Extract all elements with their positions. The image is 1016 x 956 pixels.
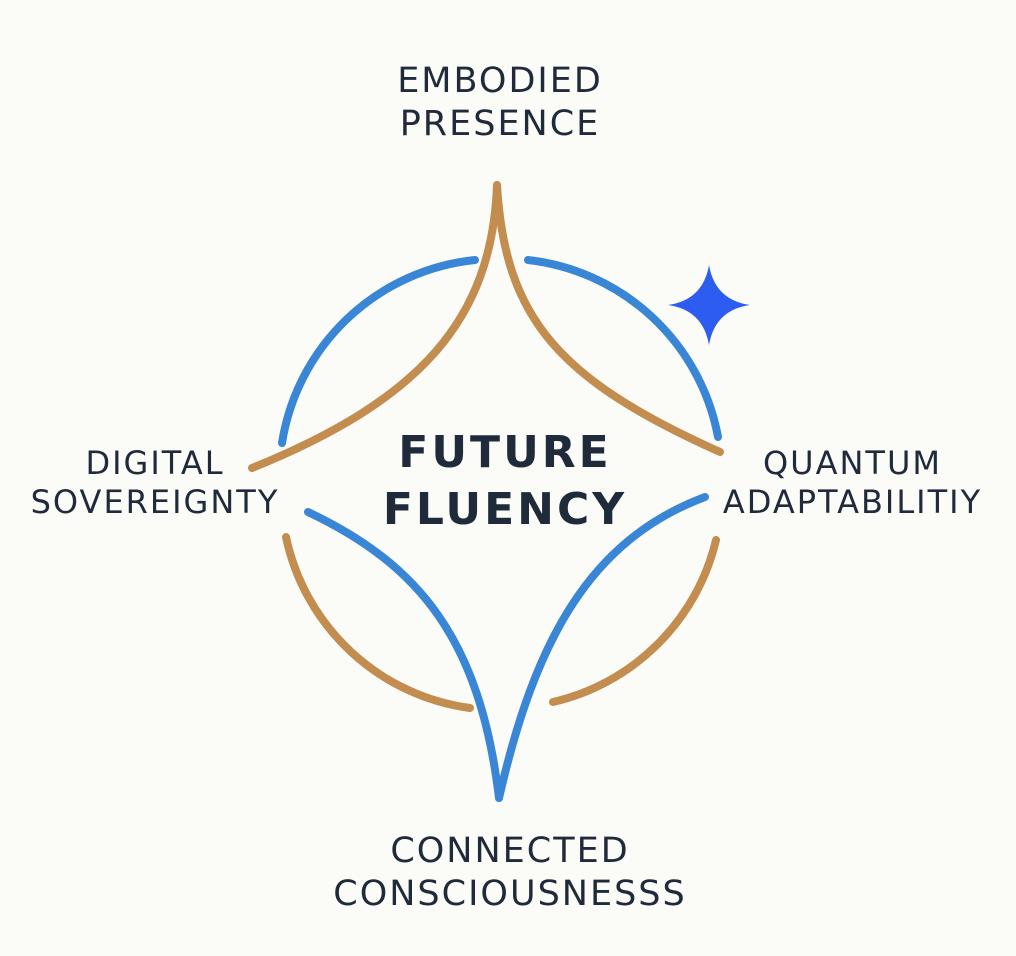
center-title-line-1: FUTURE [398, 427, 612, 478]
center-title-line-2: FLUENCY [382, 484, 628, 536]
blue-curve-right [495, 493, 709, 802]
label-bottom-line-1: CONNECTED [390, 831, 630, 871]
arc-upper-right [524, 256, 722, 441]
label-top-line-2: PRESENCE [399, 103, 601, 144]
gold-curve-left [248, 181, 501, 472]
arc-lower-left [282, 533, 474, 712]
label-bottom-line-2: CONSCIOUSNESSS [333, 873, 687, 914]
label-right-line-2: ADAPTABILITIY [722, 483, 983, 522]
gold-curve-right [493, 181, 724, 456]
label-embodied-presence: EMBODIED PRESENCE [300, 60, 700, 145]
label-right-line-1: QUANTUM [762, 444, 942, 482]
label-quantum-adaptability: QUANTUM ADAPTABILITIY [705, 444, 1000, 522]
label-connected-consciousness: CONNECTED CONSCIOUSNESSS [250, 830, 770, 915]
center-title: FUTURE FLUENCY [350, 424, 660, 538]
sparkle-star-icon [668, 265, 750, 345]
label-digital-sovereignty: DIGITAL SOVEREIGNTY [10, 444, 300, 522]
label-left-line-1: DIGITAL [85, 444, 225, 482]
blue-curve-left [304, 508, 503, 802]
arc-lower-right [549, 536, 720, 706]
label-top-line-1: EMBODIED [397, 61, 603, 101]
label-left-line-2: SOVEREIGNTY [30, 483, 280, 522]
arc-upper-left [278, 256, 479, 447]
